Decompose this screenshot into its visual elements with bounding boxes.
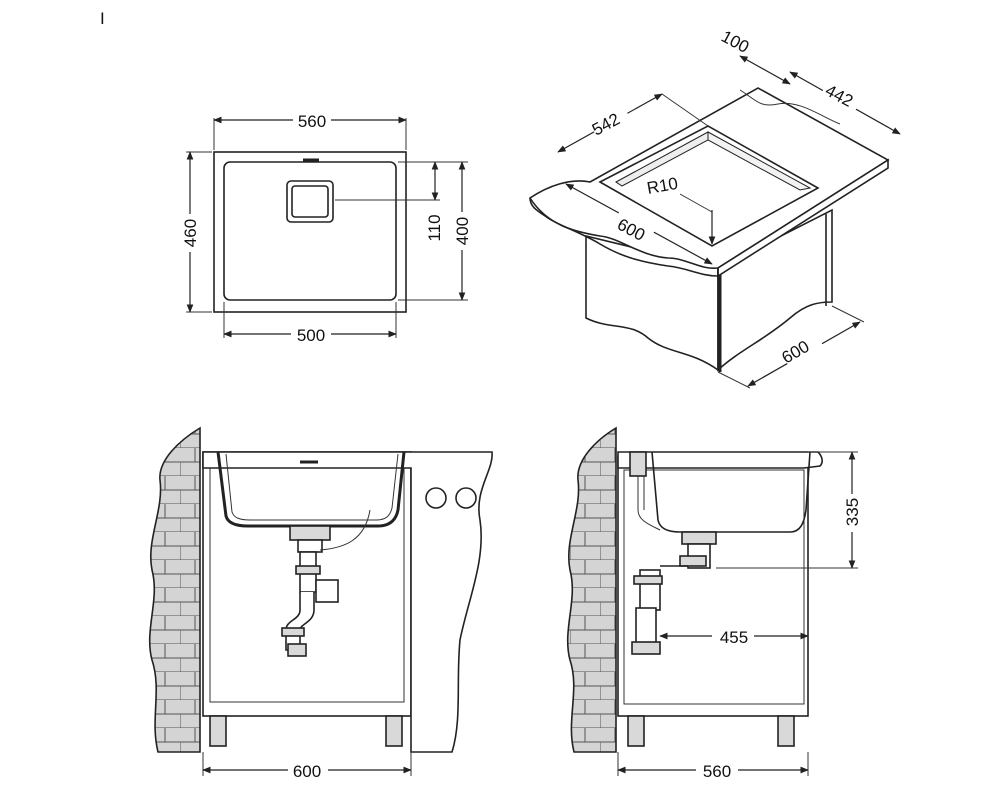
dim-depth-400: 400 [453,217,472,245]
dim-back-100: 100 [718,27,752,57]
dim-width-560: 560 [298,112,326,131]
front-view: 600 [148,426,493,781]
foot-right [385,715,403,747]
foot-left [209,715,227,747]
pipe-hole-2 [455,487,477,509]
countertop-section [202,451,493,753]
sink-bowl-side [651,451,811,533]
sink-outer-rim [213,151,407,313]
dim-depth-460: 460 [181,219,200,247]
top-view: 560 460 500 110 400 [180,110,472,345]
wall-brick [148,426,201,753]
dim-cabinet-depth-560: 560 [703,762,731,781]
drain-outer [286,180,334,223]
corner-marker: I [100,9,105,28]
dim-width-500: 500 [297,326,325,345]
dim-cabinet-width-600: 600 [293,762,321,781]
pipe-hole-1 [425,487,447,509]
sink-bowl-outline [223,161,397,301]
iso-view: 100 542 442 R10 600 600 [528,27,901,389]
dim-drain-110: 110 [425,214,444,241]
countertop-side [617,451,823,469]
side-view: 335 455 560 [566,426,862,781]
dim-drain-455: 455 [720,628,748,647]
drain-inner [291,185,329,218]
wall-brick-side [566,426,617,753]
dim-bowl-depth-335: 335 [843,498,862,526]
